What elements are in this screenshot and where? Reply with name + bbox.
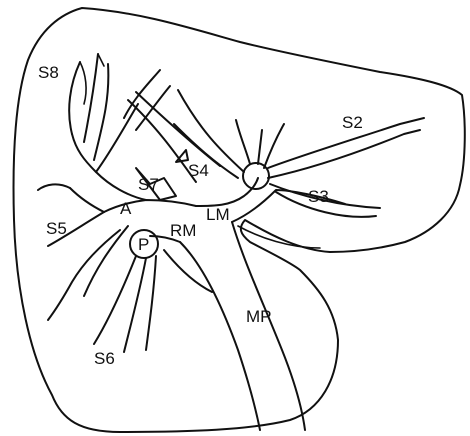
main-portal-vein-wall bbox=[180, 242, 260, 430]
main-portal-vein bbox=[232, 222, 305, 430]
label-a: A bbox=[120, 199, 132, 218]
label-s5: S5 bbox=[46, 219, 67, 238]
liver-outline bbox=[14, 8, 465, 432]
label-s6: S6 bbox=[94, 349, 115, 368]
label-s8: S8 bbox=[38, 63, 59, 82]
s6-branch bbox=[94, 250, 212, 352]
s7-upper-branch bbox=[124, 70, 170, 130]
label-s2: S2 bbox=[342, 113, 363, 132]
label-p: P bbox=[138, 235, 149, 254]
label-lm: LM bbox=[206, 205, 230, 224]
left-portal-vein-wall bbox=[196, 178, 258, 206]
anterior-branch bbox=[70, 134, 146, 212]
label-mp: MP bbox=[246, 307, 272, 326]
label-s7: S7 bbox=[138, 175, 159, 194]
label-s4: S4 bbox=[188, 161, 209, 180]
label-rm: RM bbox=[170, 221, 196, 240]
label-s3: S3 bbox=[308, 187, 329, 206]
